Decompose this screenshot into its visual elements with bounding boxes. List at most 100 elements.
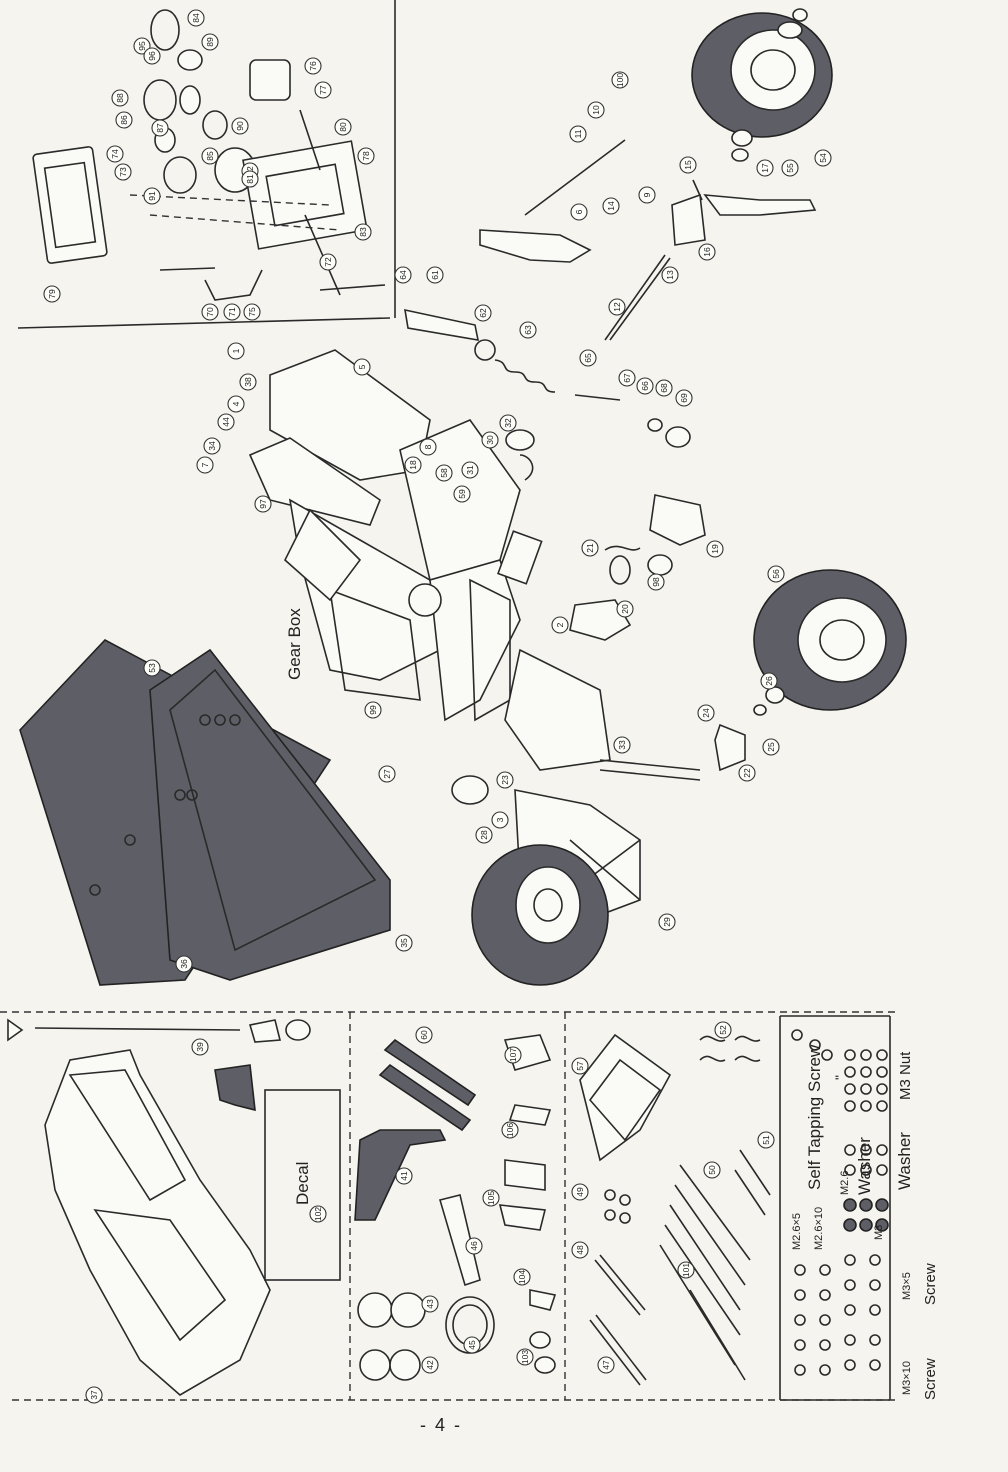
callout-78: 78: [357, 147, 375, 165]
callout-circle: [314, 81, 332, 99]
callout-circle: [781, 159, 799, 177]
callout-33: 33: [613, 736, 631, 754]
callout-12: 12: [608, 298, 626, 316]
accessory-parts: [354, 1034, 557, 1381]
callout-circle: [767, 565, 785, 583]
callout-circle: [143, 187, 161, 205]
callout-circle: [395, 934, 413, 952]
callout-circle: [453, 485, 471, 503]
callout-number: 60: [419, 1030, 429, 1040]
callout-circle: [175, 955, 193, 973]
callout-circle: [243, 303, 261, 321]
callout-circle: [661, 266, 679, 284]
callout-circle: [570, 203, 588, 221]
callout-3: 3: [491, 811, 509, 829]
callout-80: 80: [334, 118, 352, 136]
callout-circle: [679, 156, 697, 174]
callout-number: 13: [665, 270, 675, 280]
callout-circle: [579, 349, 597, 367]
callout-number: 83: [358, 227, 368, 237]
callout-number: 43: [425, 1299, 435, 1309]
callout-number: 37: [89, 1390, 99, 1400]
callout-circle: [618, 369, 636, 387]
callout-number: 55: [785, 163, 795, 173]
callout-number: 79: [47, 289, 57, 299]
callout-circle: [571, 1241, 589, 1259]
hardware-grid: [791, 1029, 889, 1376]
callout-36: 36: [175, 955, 193, 973]
callout-number: 85: [205, 151, 215, 161]
decal-label: Decal: [293, 1162, 312, 1205]
callout-47: 47: [597, 1356, 615, 1374]
callout-45: 45: [463, 1336, 481, 1354]
callout-98: 98: [647, 573, 665, 591]
callout-46: 46: [465, 1237, 483, 1255]
callout-number: 38: [243, 377, 253, 387]
callout-circle: [319, 253, 337, 271]
callout-number: 84: [191, 13, 201, 23]
rear-wheel: [471, 844, 609, 986]
callout-number: 99: [368, 705, 378, 715]
callout-number: 3: [495, 817, 505, 822]
gear-box-label: Gear Box: [285, 608, 304, 680]
callout-circle: [638, 186, 656, 204]
callout-106: 106: [501, 1121, 519, 1139]
callout-62: 62: [474, 304, 492, 322]
callout-number: 35: [399, 938, 409, 948]
callout-88: 88: [111, 89, 129, 107]
callout-32: 32: [499, 414, 517, 432]
callout-number: 34: [207, 441, 217, 451]
callout-19: 19: [706, 540, 724, 558]
callout-41: 41: [395, 1167, 413, 1185]
callout-number: 95: [137, 41, 147, 51]
steering-block: [569, 494, 706, 641]
callout-number: 65: [583, 353, 593, 363]
pins-and-rods: [579, 1033, 771, 1386]
callout-number: 33: [617, 740, 627, 750]
callout-circle: [357, 147, 375, 165]
callout-circle: [569, 125, 587, 143]
callout-circle: [519, 321, 537, 339]
callout-68: 68: [655, 379, 673, 397]
callout-1: 1: [227, 342, 245, 360]
callout-circle: [239, 373, 257, 391]
callout-circle: [85, 1386, 103, 1404]
callout-104: 104: [513, 1268, 531, 1286]
callout-circle: [364, 701, 382, 719]
callout-85: 85: [201, 147, 219, 165]
callout-number: 90: [235, 121, 245, 131]
front-wheel-lower: [714, 569, 907, 772]
callout-number: 104: [517, 1270, 527, 1284]
callout-circle: [404, 456, 422, 474]
callout-number: 86: [119, 115, 129, 125]
callout-63: 63: [519, 321, 537, 339]
callout-circle: [482, 1189, 500, 1207]
callout-29: 29: [658, 913, 676, 931]
callout-23: 23: [496, 771, 514, 789]
callout-number: 42: [425, 1360, 435, 1370]
callout-17: 17: [756, 159, 774, 177]
callout-30: 30: [481, 431, 499, 449]
callout-circle: [143, 47, 161, 65]
callout-circle: [201, 303, 219, 321]
callout-71: 71: [223, 303, 241, 321]
callout-14: 14: [602, 197, 620, 215]
callout-number: 15: [683, 160, 693, 170]
callout-89: 89: [201, 33, 219, 51]
callout-circle: [187, 9, 205, 27]
callout-circle: [491, 811, 509, 829]
callout-circle: [421, 1356, 439, 1374]
callout-107: 107: [504, 1046, 522, 1064]
callout-number: 100: [615, 73, 625, 87]
callout-circle: [231, 117, 249, 135]
callout-number: 71: [227, 307, 237, 317]
callout-circle: [602, 197, 620, 215]
callout-circle: [217, 413, 235, 431]
callout-90: 90: [231, 117, 249, 135]
callout-52: 52: [714, 1021, 732, 1039]
callout-circle: [415, 1026, 433, 1044]
callout-circle: [421, 1295, 439, 1313]
callout-number: 50: [707, 1165, 717, 1175]
callout-circle: [706, 540, 724, 558]
callout-circle: [757, 1131, 775, 1149]
